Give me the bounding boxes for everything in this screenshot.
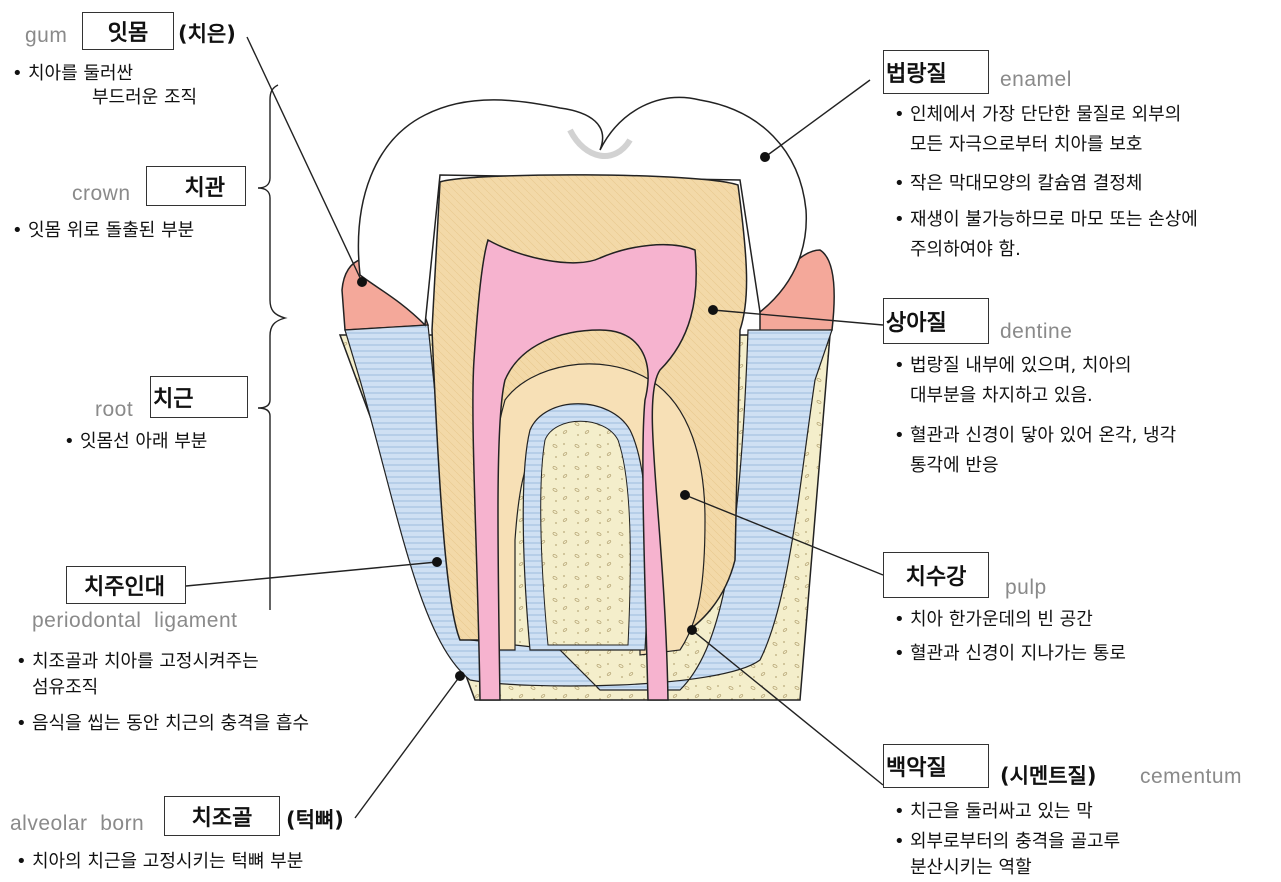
dentine-english-label: dentine <box>1000 320 1072 344</box>
crown-desc: 잇몸 위로 돌출된 부분 <box>28 219 194 243</box>
dentine-desc1-line1: 법랑질 내부에 있으며, 치아의 <box>910 354 1132 378</box>
alveolar-label-box: 치조골 <box>164 796 280 836</box>
enamel-desc3-line2: 주의하여야 함. <box>910 238 1021 262</box>
cementum-desc2-line2: 분산시키는 역할 <box>910 856 1032 880</box>
root-desc: 잇몸선 아래 부분 <box>80 430 207 454</box>
cementum-paren-label: (시멘트질) <box>1000 760 1096 790</box>
gum-label-box: 잇몸 <box>82 12 174 50</box>
enamel-desc2: 작은 막대모양의 칼슘염 결정체 <box>910 172 1142 196</box>
central-bone-shape <box>541 421 631 645</box>
pulp-label-box: 치수강 <box>883 552 989 598</box>
dentine-desc2-line1: 혈관과 신경이 닿아 있어 온각, 냉각 <box>910 424 1176 448</box>
pulp-english-label: pulp <box>1005 576 1047 600</box>
root-label-box: 치근 <box>150 376 248 418</box>
crown-label-box: 치관 <box>146 166 246 206</box>
cementum-english-label: cementum <box>1140 765 1242 789</box>
cementum-desc1: 치근을 둘러싸고 있는 막 <box>910 800 1093 824</box>
gum-paren-label: (치은) <box>178 18 236 48</box>
dentine-label-box: 상아질 <box>883 298 989 344</box>
enamel-desc1-line1: 인체에서 가장 단단한 물질로 외부의 <box>910 103 1181 127</box>
gum-desc-line1: 치아를 둘러싼 <box>28 62 133 86</box>
alveolar-desc: 치아의 치근을 고정시키는 턱뼈 부분 <box>32 850 303 874</box>
alveolar-paren-label: (턱뼈) <box>286 804 344 834</box>
gum-english-label: gum <box>25 24 67 48</box>
pulp-desc2: 혈관과 신경이 지나가는 통로 <box>910 642 1126 666</box>
dentine-desc2-line2: 통각에 반응 <box>910 454 999 478</box>
periodontal-label-box: 치주인대 <box>66 566 186 604</box>
crown-english-label: crown <box>72 182 131 206</box>
periodontal-desc1-line1: 치조골과 치아를 고정시켜주는 <box>32 650 259 674</box>
pulp-desc1: 치아 한가운데의 빈 공간 <box>910 608 1093 632</box>
alveolar-english-label: alveolar born <box>10 812 144 836</box>
dentine-desc1-line2: 대부분을 차지하고 있음. <box>910 384 1093 408</box>
enamel-desc3-line1: 재생이 불가능하므로 마모 또는 손상에 <box>910 208 1198 232</box>
periodontal-desc1-line2: 섬유조직 <box>32 676 98 700</box>
cementum-label-box: 백악질 <box>883 744 989 788</box>
periodontal-desc2: 음식을 씹는 동안 치근의 충격을 흡수 <box>32 712 309 736</box>
gum-desc-line2: 부드러운 조직 <box>92 86 197 110</box>
root-english-label: root <box>95 398 133 422</box>
cementum-desc2-line1: 외부로부터의 충격을 골고루 <box>910 830 1120 854</box>
enamel-english-label: enamel <box>1000 68 1072 92</box>
enamel-label-box: 법랑질 <box>883 50 989 94</box>
enamel-desc1-line2: 모든 자극으로부터 치아를 보호 <box>910 133 1142 157</box>
periodontal-english-label: periodontal ligament <box>32 609 237 633</box>
